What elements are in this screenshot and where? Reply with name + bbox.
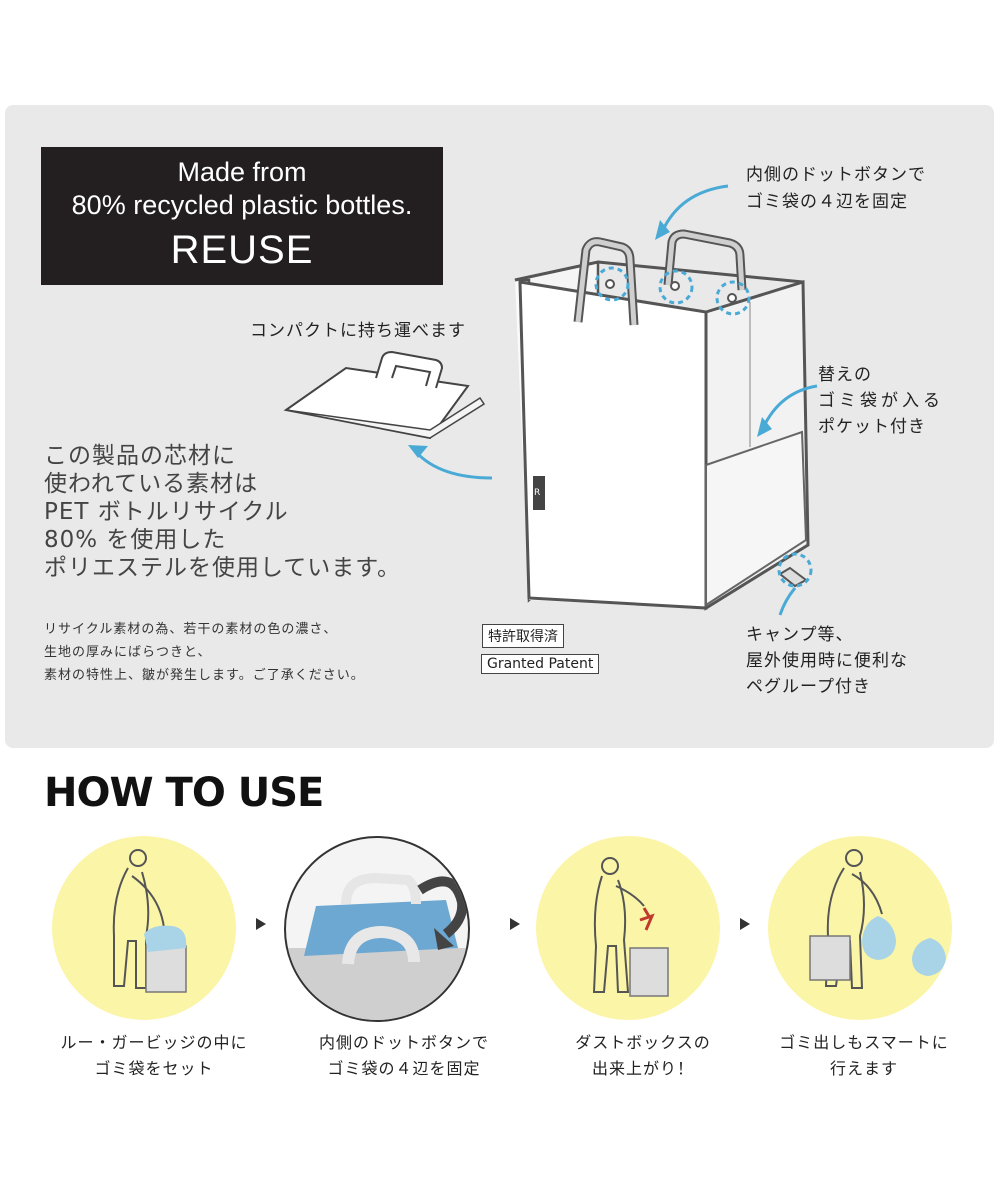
step-3-caption-line-1: ダストボックスの [575,1033,711,1052]
material-line-4: 80% を使用した [44,527,227,553]
reuse-label: Made from 80% recycled plastic bottles. … [41,147,443,285]
step-1-caption-line-1: ルー・ガービッジの中に [60,1033,248,1052]
step-3-illustration [536,836,720,1020]
how-to-use-heading: HOW TO USE [44,770,324,816]
step-4-caption: ゴミ出しもスマートに 行えます [744,1030,984,1082]
step-4-illustration [768,836,952,1020]
reuse-line-3: REUSE [170,228,314,272]
peg-line-1: キャンプ等、 [746,625,854,645]
patent-badge-en: Granted Patent [481,654,600,674]
material-line-1: この製品の芯材に [44,443,236,469]
step-1-caption-line-2: ゴミ袋をセット [94,1059,214,1078]
pocket-line-3: ポケット付き [818,417,926,437]
dot-button-callout: 内側のドットボタンで ゴミ袋の４辺を固定 [746,162,926,216]
reuse-line-1: Made from [177,157,307,187]
material-note: リサイクル素材の為、若干の素材の色の濃さ、 生地の厚みにばらつきと、 素材の特性… [44,618,365,687]
material-line-3: PET ボトルリサイクル [44,499,289,525]
step-3-caption: ダストボックスの 出来上がり！ [523,1030,763,1082]
step-2-caption-line-2: ゴミ袋の４辺を固定 [327,1059,481,1078]
step-4-caption-line-2: 行えます [829,1059,898,1078]
folded-bag-illustration [283,350,486,440]
reuse-line-2: 80% recycled plastic bottles. [71,190,413,220]
peg-line-2: 屋外使用時に便利な [746,651,908,671]
step-2-illustration [284,836,470,1022]
bag-illustration [514,229,810,611]
material-description: この製品の芯材に 使われている素材は PET ボトルリサイクル 80% を使用し… [44,442,401,582]
step-2-caption: 内側のドットボタンで ゴミ袋の４辺を固定 [284,1030,524,1082]
note-line-1: リサイクル素材の為、若干の素材の色の濃さ、 [44,622,338,637]
compact-callout: コンパクトに持ち運べます [250,321,466,341]
patent-badge-jp: 特許取得済 [482,624,564,648]
bag-tag: R [534,488,541,498]
material-line-5: ポリエステルを使用しています。 [44,555,402,581]
step-4-caption-line-1: ゴミ出しもスマートに [779,1033,949,1052]
dot-button-line-2: ゴミ袋の４辺を固定 [746,192,908,212]
note-line-3: 素材の特性上、皺が発生します。ご了承ください。 [44,668,365,683]
peg-loop-callout: キャンプ等、 屋外使用時に便利な ペグループ付き [746,622,908,700]
pocket-line-1: 替えの [818,365,872,385]
material-line-2: 使われている素材は [44,471,259,497]
step-2-caption-line-1: 内側のドットボタンで [318,1033,489,1052]
dot-button-line-1: 内側のドットボタンで [746,165,926,185]
step-1-illustration [52,836,236,1020]
note-line-2: 生地の厚みにばらつきと、 [44,645,212,660]
peg-line-3: ペグループ付き [746,677,871,697]
step-3-caption-line-2: 出来上がり！ [591,1059,694,1078]
pocket-callout: 替えの ゴミ袋が入る ポケット付き [818,362,944,440]
pocket-line-2: ゴミ袋が入る [818,391,944,411]
step-1-caption: ルー・ガービッジの中に ゴミ袋をセット [34,1030,274,1082]
